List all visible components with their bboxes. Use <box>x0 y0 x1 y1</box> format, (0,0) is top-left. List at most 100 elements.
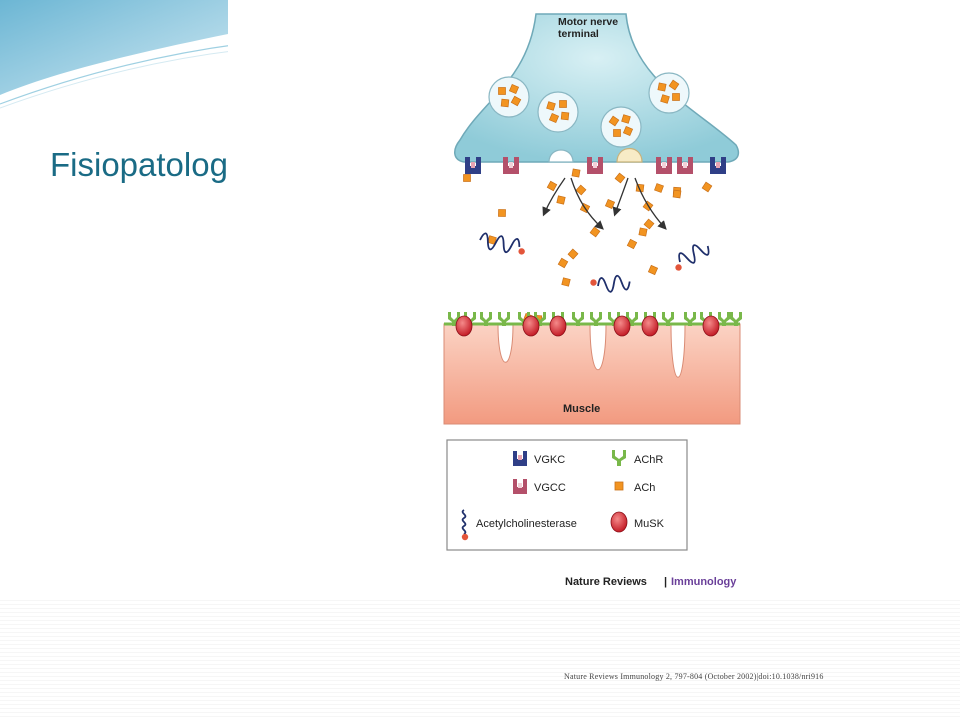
ach-molecule <box>589 226 601 238</box>
ach-molecule <box>556 195 566 205</box>
credit-section: Immunology <box>671 576 737 588</box>
ach-molecule <box>660 94 670 104</box>
fusing-vesicle <box>548 149 574 163</box>
musk-molecule <box>702 315 720 337</box>
legend: VGKC VGCC AChR ACh <box>446 439 688 551</box>
ach-molecule <box>638 227 648 237</box>
ach-molecule <box>510 95 522 107</box>
figure-panel: Motor nerve terminal <box>228 0 960 600</box>
muscle <box>443 323 741 425</box>
arrow <box>634 177 667 230</box>
legend-acetylcholinesterase-label: Acetylcholinesterase <box>476 518 577 530</box>
legend-ach-icon <box>614 481 624 491</box>
ach-molecule <box>672 93 680 101</box>
legend-ach-label: ACh <box>634 482 655 494</box>
ach-molecule <box>613 129 621 137</box>
ach-molecule <box>647 264 659 276</box>
slide-title: Fisiopatología <box>50 146 256 183</box>
vgcc-channel <box>587 157 603 174</box>
arrow <box>612 177 629 217</box>
ach-molecule <box>654 183 664 193</box>
musk-molecule <box>455 315 473 337</box>
achr-receptor <box>718 312 730 326</box>
vesicle <box>537 91 579 133</box>
acetylcholinesterase-molecules <box>479 232 710 293</box>
achr-receptor <box>662 312 674 326</box>
legend-musk-icon <box>610 511 628 533</box>
arrow <box>570 177 604 230</box>
muscle-label: Muscle <box>563 403 600 415</box>
vgcc-channel <box>656 157 672 174</box>
ach-molecule <box>622 125 634 137</box>
corner-decoration <box>0 0 240 109</box>
released-ach-group <box>463 168 713 324</box>
vesicle <box>648 72 690 114</box>
ach-molecule <box>508 83 520 95</box>
ach-molecule <box>621 114 631 124</box>
legend-musk-label: MuSK <box>634 518 665 530</box>
terminal-label-line1: Motor nerve <box>558 16 618 28</box>
ach-molecule <box>567 248 579 260</box>
vesicle <box>600 106 642 148</box>
vesicle <box>488 76 530 118</box>
musk-molecule <box>549 315 567 337</box>
legend-vgcc-label: VGCC <box>534 482 566 494</box>
footer-band <box>0 600 960 720</box>
nmj-diagram: Motor nerve terminal <box>443 13 742 588</box>
ach-molecule <box>561 277 571 287</box>
achr-receptor <box>644 312 656 326</box>
legend-achr-icon <box>612 450 626 466</box>
ach-molecule <box>571 168 581 178</box>
ach-molecule <box>701 181 713 193</box>
achr-receptor <box>590 312 602 326</box>
ach-molecule <box>575 184 587 196</box>
ach-molecule <box>498 209 506 217</box>
ach-molecule <box>463 174 471 182</box>
synaptic-vesicles <box>488 72 690 148</box>
postsynaptic-receptors <box>448 312 742 337</box>
fusing-vesicle <box>616 147 643 163</box>
musk-molecule <box>613 315 631 337</box>
vgkc-channel <box>710 157 726 174</box>
ach-molecule <box>560 111 570 121</box>
ach-molecule <box>608 115 620 127</box>
credit-separator: | <box>664 576 667 588</box>
legend-box <box>446 439 688 551</box>
achr-receptor <box>730 312 742 326</box>
ach-molecule <box>500 98 510 108</box>
diffusion-arrows <box>542 177 667 230</box>
vesicle-ach-group <box>498 79 680 137</box>
ach-molecule <box>557 257 569 269</box>
vgcc-channel <box>503 157 519 174</box>
vgcc-channel <box>677 157 693 174</box>
citation: Nature Reviews Immunology 2, 797-804 (Oc… <box>564 672 824 681</box>
terminal-label-line2: terminal <box>558 28 599 40</box>
legend-vgkc-label: VGKC <box>534 454 565 466</box>
ach-molecule <box>548 112 560 124</box>
achr-receptor <box>700 312 712 326</box>
musk-molecule <box>522 315 540 337</box>
ach-molecule <box>546 101 556 111</box>
legend-achr-label: AChR <box>634 454 663 466</box>
achr-receptor <box>684 312 696 326</box>
ach-molecule <box>657 82 667 92</box>
musk-molecule <box>641 315 659 337</box>
achr-receptor <box>626 312 638 326</box>
ach-molecule <box>559 100 567 108</box>
legend-vgcc-icon <box>513 479 527 494</box>
ach-molecule <box>604 198 616 210</box>
achr-receptor <box>448 312 460 326</box>
presynaptic-channels <box>465 157 726 174</box>
achr-receptor <box>534 312 546 326</box>
achr-receptor <box>464 312 476 326</box>
ach-molecule <box>668 79 680 91</box>
ach-molecule <box>643 218 655 230</box>
legend-vgkc-icon <box>513 451 527 466</box>
acetylcholinesterase <box>675 244 710 271</box>
achr-receptor <box>552 312 564 326</box>
ach-molecule <box>498 87 506 95</box>
achr-receptor <box>498 312 510 326</box>
achr-receptor <box>480 312 492 326</box>
vgkc-channel <box>465 157 481 174</box>
